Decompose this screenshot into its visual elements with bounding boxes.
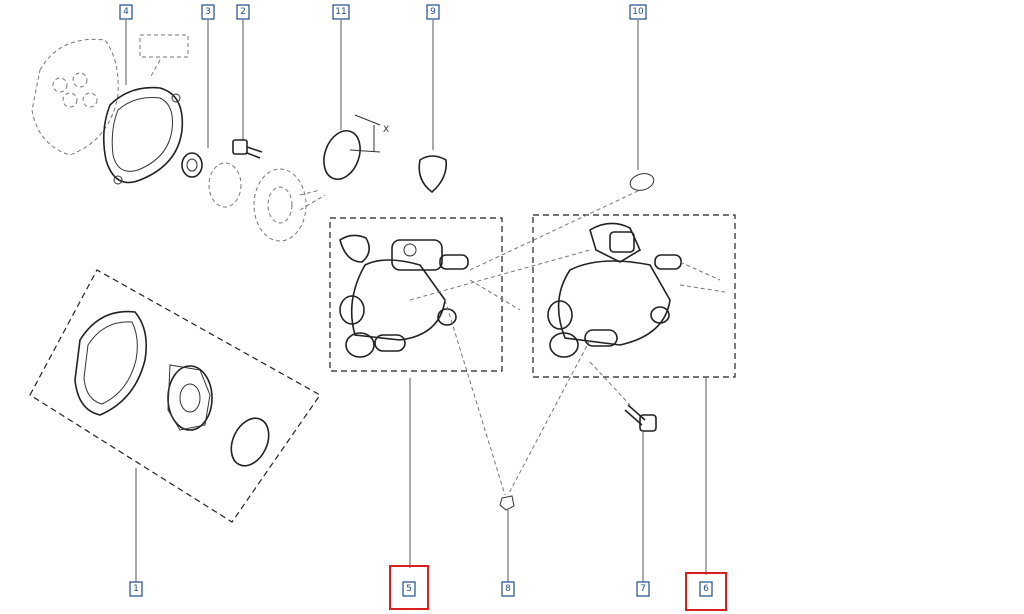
seal-3 [181, 152, 203, 178]
leader-lines [125, 20, 707, 582]
o-ring-11: X [323, 114, 389, 181]
callout-4[interactable]: 4 [119, 4, 133, 20]
svg-text:7: 7 [640, 584, 646, 594]
svg-text:8: 8 [505, 584, 511, 594]
svg-text:2: 2 [240, 7, 246, 17]
callout-10[interactable]: 10 [629, 4, 647, 20]
bolt-2 [232, 139, 263, 159]
svg-text:9: 9 [430, 7, 436, 17]
svg-text:3: 3 [205, 7, 211, 17]
dimension-x-label: X [383, 125, 389, 135]
svg-text:1: 1 [133, 584, 139, 594]
connection-lines [299, 189, 641, 496]
callout-5[interactable]: 5 [402, 581, 416, 597]
pump-gear-outline [208, 162, 321, 242]
svg-text:10: 10 [632, 7, 644, 17]
assembly-5 [329, 217, 503, 372]
svg-text:6: 6 [703, 584, 709, 594]
callout-9[interactable]: 9 [426, 4, 440, 20]
svg-text:11: 11 [335, 7, 346, 17]
callout-11[interactable]: 11 [332, 4, 350, 20]
highlight-boxes [389, 565, 727, 611]
callout-1[interactable]: 1 [129, 581, 143, 597]
svg-text:5: 5 [406, 584, 412, 594]
callout-2[interactable]: 2 [236, 4, 250, 20]
callout-7[interactable]: 7 [636, 581, 650, 597]
assembly-6 [532, 214, 736, 378]
highlight-box-6 [685, 572, 727, 611]
o-ring-10 [629, 173, 655, 191]
fitting-8 [499, 495, 515, 511]
gasket-9 [418, 155, 448, 194]
highlight-box-5 [389, 565, 429, 610]
assembly-1 [29, 269, 321, 523]
callout-6[interactable]: 6 [699, 581, 713, 597]
svg-text:4: 4 [123, 7, 129, 17]
callout-3[interactable]: 3 [201, 4, 215, 20]
bolt-7 [624, 404, 657, 432]
callout-8[interactable]: 8 [501, 581, 515, 597]
gasket-4 [102, 86, 184, 185]
engine-cover-outline [31, 34, 189, 156]
